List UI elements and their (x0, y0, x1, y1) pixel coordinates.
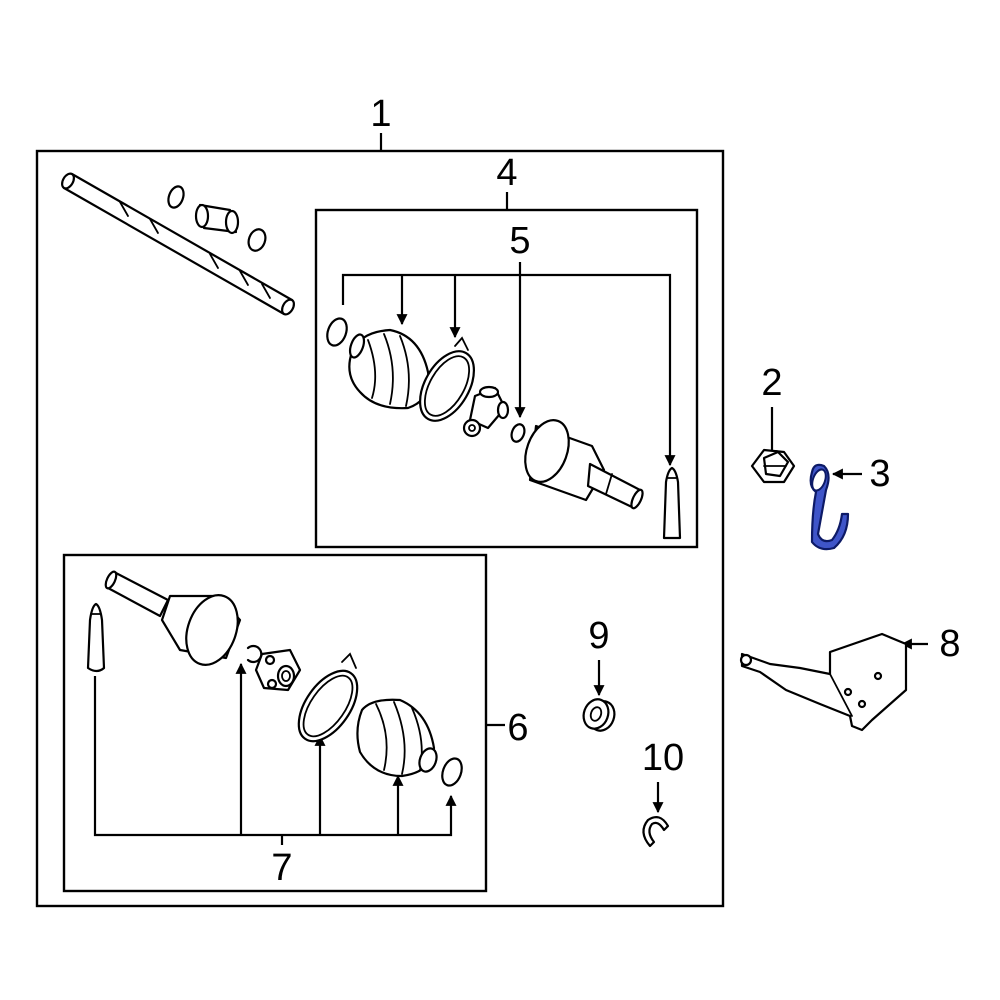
callout-8: 8 (939, 623, 960, 665)
boot-clamp-large (418, 336, 476, 422)
callout-2: 2 (761, 362, 782, 404)
callout-3: 3 (869, 453, 890, 495)
shaft-damper (167, 185, 267, 252)
outer-boot (348, 328, 430, 410)
bracket (739, 632, 908, 732)
inner-boot-clamp-large (297, 652, 359, 743)
grease-tube-outer (662, 466, 682, 540)
axle-nut (750, 448, 796, 484)
retaining-clip (642, 815, 670, 848)
callout-1: 1 (370, 93, 391, 135)
inner-joint-kit-frame (62, 553, 488, 893)
tripod-joint (462, 385, 510, 438)
grease-tube-inner (86, 602, 106, 673)
seal (582, 698, 616, 732)
inner-joint-housing (104, 570, 242, 666)
inner-boot (356, 698, 438, 778)
outer-joint-housing (524, 419, 644, 510)
callout-6: 6 (507, 707, 528, 749)
inner-boot-clamp-small (441, 757, 463, 787)
callout-7-arrows (93, 662, 457, 837)
callout-9: 9 (588, 615, 609, 657)
callout-5-arrows (341, 262, 676, 467)
tripod-spider (254, 648, 302, 692)
boot-clamp-small (326, 317, 348, 347)
snap-ring (510, 423, 526, 443)
callout-5: 5 (509, 220, 530, 262)
callout-4: 4 (496, 152, 517, 194)
axle-shaft (61, 172, 295, 316)
assembly-frame (35, 149, 725, 908)
callout-7: 7 (271, 847, 292, 889)
callout-10: 10 (642, 737, 684, 779)
cotter-pin-highlighted (809, 463, 850, 551)
